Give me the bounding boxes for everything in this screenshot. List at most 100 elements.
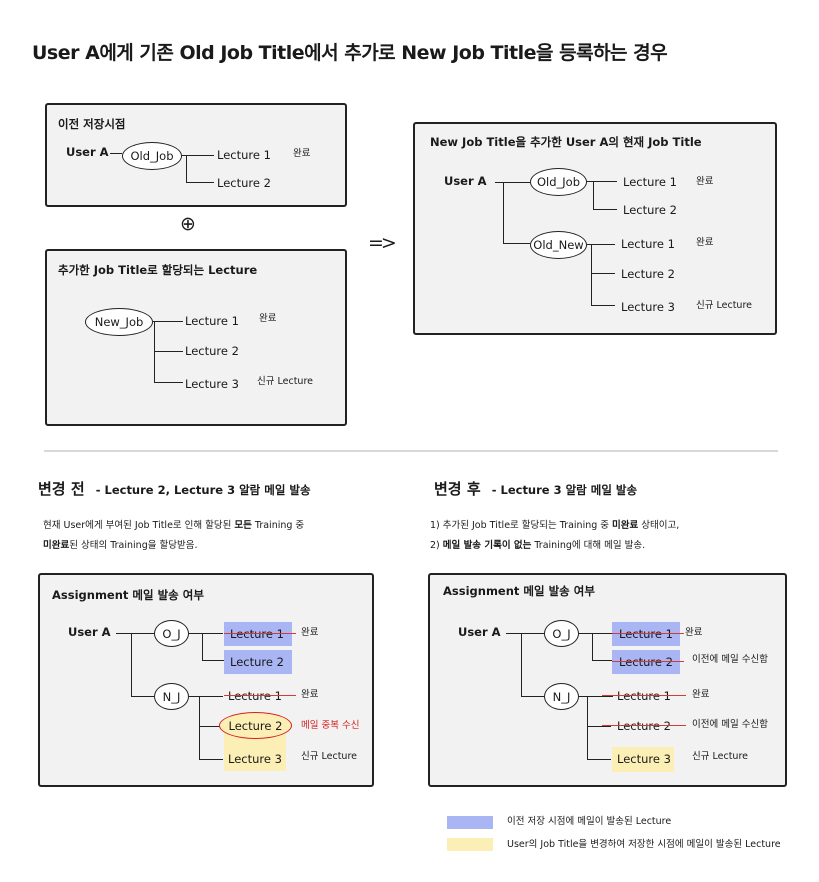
connector-line [199,759,223,760]
legend-label-yellow: User의 Job Title을 변경하여 저장한 시점에 메일이 발송된 Le… [507,839,781,850]
user-label: User A [444,174,487,188]
connector-line [202,660,224,661]
lecture-label: Lecture 1 [619,627,673,641]
lecture-label: Lecture 1 [217,148,271,162]
connector-line [587,759,611,760]
lecture-label: Lecture 2 [621,267,675,281]
panel-title: 이전 저장시점 [58,117,126,131]
strikethrough-line [602,725,686,726]
page-title: User A에게 기존 Old Job Title에서 추가로 New Job … [32,42,668,64]
legend-label-blue: 이전 저장 시점에 메일이 발송된 Lecture [507,816,672,827]
before-heading: 변경 전 [38,480,85,498]
status-label: 완료 [696,237,714,248]
job-node-oj: O_J [544,620,579,647]
after-heading: 변경 후 [434,480,481,498]
user-label: User A [66,145,109,159]
lecture-label: Lecture 3 [621,300,675,314]
before-heading-group: 변경 전 - Lecture 2, Lecture 3 알람 메일 발송 [38,478,311,499]
status-label: 완료 [259,313,277,324]
panel-title: 추가한 Job Title로 할당되는 Lecture [58,263,258,277]
status-label: 신규 Lecture [301,751,357,762]
desc-emphasis: 미완료 [43,540,70,551]
lecture-label: Lecture 2 [619,655,673,669]
strikethrough-line [602,695,686,696]
status-label: 완료 [685,627,703,638]
lecture-label: Lecture 1 [228,689,282,703]
after-desc-line1: 1) 추가된 Job Title로 할당되는 Training 중 미완료 상태… [430,520,679,532]
strikethrough-line [612,633,684,634]
before-subheading: - Lecture 2, Lecture 3 알람 메일 발송 [95,483,311,497]
connector-line [154,351,183,352]
status-label: 신규 Lecture [696,300,752,311]
before-desc-line1: 현재 User에게 부여된 Job Title로 인해 할당된 모든 Train… [43,520,304,532]
status-label: 신규 Lecture [257,376,313,387]
job-node-old: Old_Job [122,142,182,170]
connector-line [189,696,223,697]
legend-swatch-blue [447,816,493,829]
job-node-new: New_Job [85,308,153,336]
panel-after-assignment: Assignment 메일 발송 여부 User A O_J N_J Lectu… [428,573,787,787]
job-node-nj: N_J [544,683,579,710]
connector-line [199,726,223,727]
after-subheading: - Lecture 3 알람 메일 발송 [491,483,638,497]
panel-before-assignment: Assignment 메일 발송 여부 User A O_J N_J Lectu… [38,573,374,787]
job-node-old: Old_Job [530,168,587,196]
job-node-nj: N_J [154,683,189,710]
highlight-sent-previous [224,650,292,674]
status-label: 완료 [301,627,319,638]
desc-emphasis: 메일 발송 기록이 없는 [442,540,532,551]
connector-line [521,696,544,697]
lecture-label: Lecture 3 [185,377,239,391]
highlight-sent-previous [224,622,292,646]
connector-line [592,660,612,661]
connector-line [587,726,611,727]
connector-line [116,633,154,634]
lecture-label: Lecture 1 [621,237,675,251]
connector-line [503,182,504,243]
lecture-label: Lecture 2 [217,176,271,190]
before-desc-line2: 미완료된 상태의 Training을 할당받음. [43,540,197,552]
panel-previous-save: 이전 저장시점 User A Old_Job Lecture 1 Lecture… [45,103,347,207]
connector-line [189,633,223,634]
status-label: 완료 [696,176,714,187]
lecture-label: Lecture 2 [185,344,239,358]
desc-text: Training에 대해 메일 발송. [531,540,646,551]
connector-line [110,153,122,154]
status-label: 신규 Lecture [692,751,748,762]
connector-line [186,182,214,183]
job-node-oj: O_J [154,620,189,647]
after-heading-group: 변경 후 - Lecture 3 알람 메일 발송 [434,478,637,499]
connector-line [579,633,612,634]
desc-emphasis: 미완료 [612,520,639,531]
status-label: 완료 [301,689,319,700]
status-label: 이전에 메일 수신함 [692,719,768,730]
lecture-label: Lecture 2 [617,719,671,733]
highlight-sent-previous [612,650,680,674]
connector-line [153,321,183,322]
legend-swatch-yellow [447,838,493,851]
connector-line [587,244,615,245]
strikethrough-line [612,661,684,662]
lecture-label: Lecture 1 [230,627,284,641]
lecture-label: Lecture 2 [230,655,284,669]
connector-line [131,696,154,697]
desc-text: 현재 User에게 부여된 Job Title로 인해 할당된 [43,520,235,531]
duplicate-mail-marker: Lecture 2 [219,712,292,739]
desc-emphasis: 모든 [234,520,252,531]
desc-text: Training 중 [251,520,305,531]
connector-line [593,181,594,210]
strikethrough-line [224,695,296,696]
desc-text: 1) 추가된 Job Title로 할당되는 Training 중 [430,520,613,531]
connector-line [495,182,530,183]
section-divider [44,450,778,452]
panel-title: Assignment 메일 발송 여부 [443,584,595,598]
connector-line [593,209,617,210]
connector-line [591,305,615,306]
highlight-sent-previous [612,622,680,646]
connector-line [587,181,617,182]
connector-line [591,244,592,306]
connector-line [199,696,200,760]
desc-text: 2) [430,540,443,551]
highlight-sent-on-change [612,747,674,772]
user-label: User A [458,625,501,639]
